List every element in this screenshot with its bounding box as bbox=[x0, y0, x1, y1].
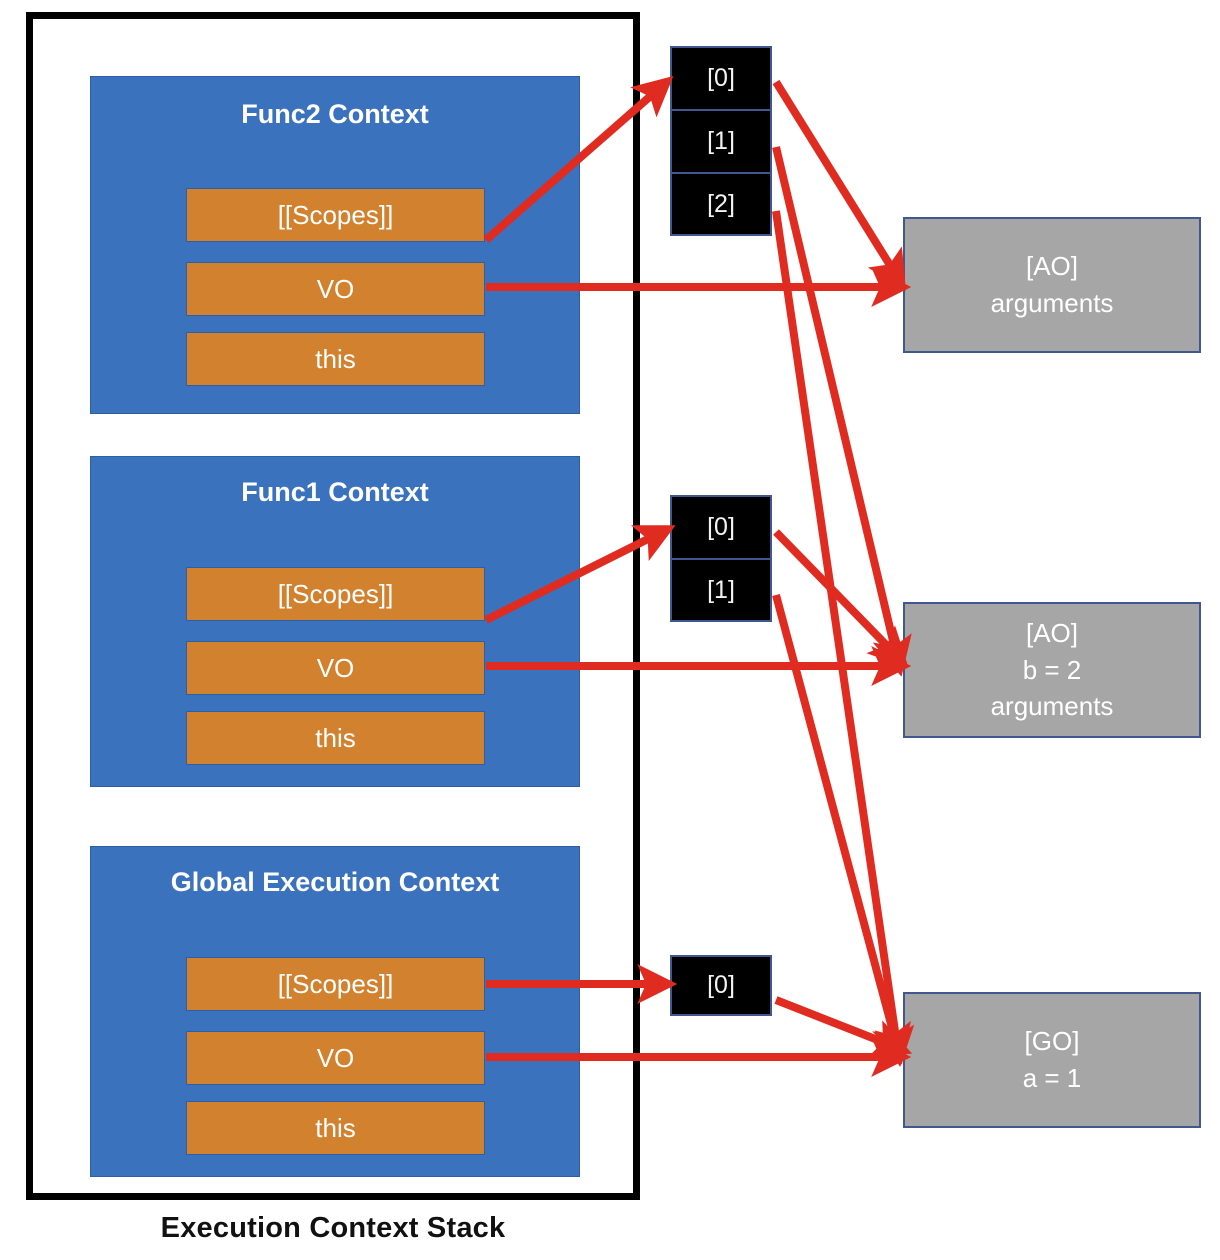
object-line: [AO] bbox=[1025, 251, 1078, 282]
context-slot-func1-scopes[interactable]: [[Scopes]] bbox=[186, 567, 485, 621]
stack-caption: Execution Context Stack bbox=[160, 1212, 506, 1244]
scope-chain-cell-func2-2[interactable]: [2] bbox=[672, 174, 770, 234]
arrow-func1-chain1-to-go bbox=[772, 593, 911, 1065]
object-line: arguments bbox=[990, 288, 1114, 318]
object-box-go-global[interactable]: [GO] a = 1 bbox=[903, 992, 1201, 1128]
context-slot-func2-vo[interactable]: VO bbox=[186, 262, 485, 316]
scope-chain-cell-global-0[interactable]: [0] bbox=[672, 957, 770, 1014]
context-title-func1: Func1 Context bbox=[241, 477, 429, 507]
object-box-ao-func2[interactable]: [AO] arguments bbox=[903, 217, 1201, 353]
context-block-func2[interactable]: Func2 Context [[Scopes]] VO this bbox=[90, 76, 580, 414]
object-line: b = 2 bbox=[1022, 654, 1082, 685]
arrow-func1-chain0-to-ao-func1 bbox=[773, 529, 909, 668]
scope-chain-cell-func2-0[interactable]: [0] bbox=[672, 48, 770, 111]
object-line: [GO] bbox=[1024, 1026, 1080, 1057]
context-slot-func2-scopes[interactable]: [[Scopes]] bbox=[186, 188, 485, 242]
context-slot-func2-this[interactable]: this bbox=[186, 332, 485, 386]
context-title-global: Global Execution Context bbox=[170, 867, 500, 897]
context-slot-global-vo[interactable]: VO bbox=[186, 1031, 485, 1085]
context-slot-func1-this[interactable]: this bbox=[186, 711, 485, 765]
scope-chain-cell-func1-1[interactable]: [1] bbox=[672, 560, 770, 620]
arrow-func2-chain2-to-go bbox=[772, 210, 915, 1068]
scope-chain-func2: [0] [1] [2] bbox=[670, 46, 772, 236]
context-title-func2: Func2 Context bbox=[241, 99, 429, 129]
context-slot-global-this[interactable]: this bbox=[186, 1101, 485, 1155]
object-line: arguments bbox=[990, 691, 1114, 722]
context-slot-func1-vo[interactable]: VO bbox=[186, 641, 485, 695]
object-box-ao-func1[interactable]: [AO] b = 2 arguments bbox=[903, 602, 1201, 738]
scope-chain-cell-func2-1[interactable]: [1] bbox=[672, 111, 770, 174]
context-slot-global-scopes[interactable]: [[Scopes]] bbox=[186, 957, 485, 1011]
scope-chain-global: [0] bbox=[670, 955, 772, 1016]
object-line: a = 1 bbox=[1022, 1063, 1082, 1093]
scope-chain-func1: [0] [1] bbox=[670, 495, 772, 622]
arrow-func2-chain1-to-ao-func1 bbox=[772, 146, 912, 677]
context-block-global[interactable]: Global Execution Context [[Scopes]] VO t… bbox=[90, 846, 580, 1177]
arrow-global-chain0-to-go bbox=[774, 996, 913, 1058]
context-block-func1[interactable]: Func1 Context [[Scopes]] VO this bbox=[90, 456, 580, 787]
arrow-func2-chain0-to-ao-func2 bbox=[772, 79, 907, 291]
scope-chain-cell-func1-0[interactable]: [0] bbox=[672, 497, 770, 560]
object-line: [AO] bbox=[1025, 617, 1078, 648]
